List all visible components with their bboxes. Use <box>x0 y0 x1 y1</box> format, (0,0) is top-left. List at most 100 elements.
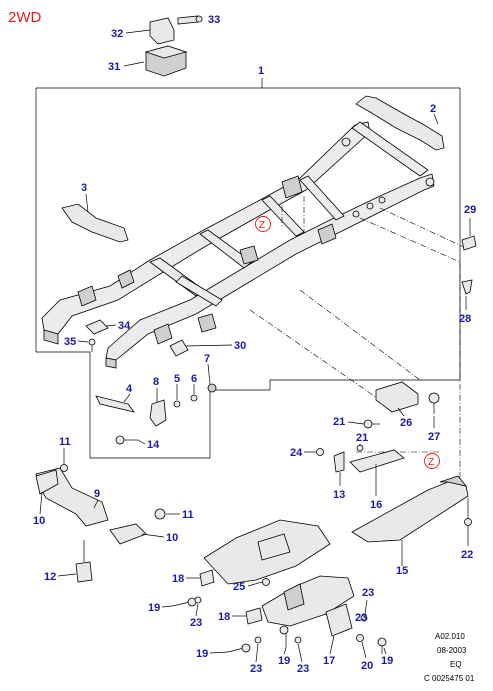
alignment-lines <box>249 196 471 480</box>
callout-1: 1 <box>258 65 264 77</box>
callout-18b: 18 <box>218 611 230 623</box>
part-28-plug <box>461 279 473 295</box>
part-10-plate-b <box>109 523 147 545</box>
part-35-bolt <box>88 338 96 352</box>
callout-24: 24 <box>290 447 303 459</box>
callout-12: 12 <box>44 571 56 583</box>
part-10-plate-a <box>35 469 59 495</box>
part-32-bracket <box>149 17 175 45</box>
callout-25: 25 <box>233 581 245 593</box>
part-30-bushing <box>169 339 189 357</box>
callout-21a: 21 <box>333 416 345 428</box>
callout-28: 28 <box>459 313 471 325</box>
part-24-washer <box>316 448 324 456</box>
part-15-running-board <box>351 475 469 543</box>
callout-32: 32 <box>111 28 123 40</box>
callout-5: 5 <box>174 373 180 385</box>
part-23-washers <box>194 596 368 644</box>
callout-15: 15 <box>396 565 408 577</box>
footer-ref-code: A02.010 <box>435 632 465 641</box>
callout-2: 2 <box>430 103 436 115</box>
callout-16: 16 <box>370 499 382 511</box>
callout-19d: 19 <box>381 655 393 667</box>
callout-19c: 19 <box>278 655 290 667</box>
part-18-clip-b <box>245 607 263 625</box>
part-22-bolt <box>464 498 472 526</box>
footer-date: 08-2003 <box>437 646 467 655</box>
part-29-clip <box>461 235 477 251</box>
part-19-bolt-d <box>377 637 387 654</box>
callout-23a: 23 <box>190 617 202 629</box>
callout-23b: 23 <box>250 663 262 675</box>
zone-marker-1: Z <box>255 216 271 232</box>
callout-10b: 10 <box>166 532 178 544</box>
callout-13: 13 <box>333 489 345 501</box>
callout-11b: 11 <box>182 509 194 521</box>
callout-23d: 23 <box>362 587 374 599</box>
part-5-washer <box>173 400 181 408</box>
part-21-bolt-a <box>363 419 380 429</box>
callout-29: 29 <box>464 204 476 216</box>
callout-19b: 19 <box>196 648 208 660</box>
part-14-bolt <box>115 435 138 445</box>
callout-17: 17 <box>323 655 335 667</box>
part-19-bolt-b <box>227 643 251 653</box>
callout-7: 7 <box>204 353 210 365</box>
callout-22: 22 <box>461 549 473 561</box>
part-17-bracket <box>325 603 353 637</box>
callout-23e: 23 <box>355 612 367 624</box>
callout-30: 30 <box>234 340 246 352</box>
callout-4: 4 <box>126 383 133 395</box>
callout-labels: 1 2 3 4 5 6 7 8 9 10 10 11 11 12 13 14 1… <box>33 14 476 675</box>
part-33-bolt <box>177 15 203 25</box>
callout-3: 3 <box>81 182 87 194</box>
footer-copyright: C 0025475 01 <box>424 674 475 683</box>
rear-suspension-assembly <box>203 519 355 627</box>
callout-11a: 11 <box>59 436 71 448</box>
callout-9: 9 <box>94 488 100 500</box>
part-11-bolt-b <box>154 508 166 520</box>
callout-19a: 19 <box>148 602 160 614</box>
callout-31: 31 <box>108 61 120 73</box>
callout-34: 34 <box>118 320 131 332</box>
callout-35: 35 <box>64 336 76 348</box>
part-27-bolt <box>428 392 440 414</box>
part-7-nut <box>207 383 217 393</box>
callout-8: 8 <box>153 376 159 388</box>
callout-14: 14 <box>147 439 160 451</box>
part-25-nut <box>262 578 270 586</box>
callout-27: 27 <box>428 431 440 443</box>
callout-33: 33 <box>208 14 220 26</box>
part-2-rear-crossmember <box>355 95 445 151</box>
footer-reference: A02.010 08-2003 EQ C 0025475 01 <box>424 632 475 683</box>
svg-text:Z: Z <box>259 220 265 231</box>
callout-18a: 18 <box>172 573 184 585</box>
part-8-bracket <box>149 399 167 427</box>
callout-6: 6 <box>191 373 197 385</box>
callout-20: 20 <box>361 660 373 672</box>
part-12-mount <box>75 540 93 583</box>
part-26-pad <box>375 381 419 413</box>
part-19-bolt-c <box>279 625 289 648</box>
part-18-clip-a <box>199 569 215 587</box>
svg-text:Z: Z <box>428 457 434 468</box>
zone-marker-2: Z <box>424 453 440 469</box>
part-31-mount-block <box>144 45 188 77</box>
callout-23c: 23 <box>297 663 309 675</box>
part-6-washer <box>190 394 198 402</box>
part-13-bolt <box>333 451 345 473</box>
part-19-bolt-a <box>171 597 197 607</box>
callout-10a: 10 <box>33 515 45 527</box>
part-34-bracket <box>85 319 109 335</box>
chassis-frame <box>41 121 435 369</box>
footer-region: EQ <box>450 660 462 669</box>
part-16-step-bracket <box>349 449 405 473</box>
part-20-nut <box>356 634 364 642</box>
part-3-reinforcement <box>61 203 129 243</box>
part-4-bracket <box>95 395 135 413</box>
part-11-bolt-a <box>60 464 68 472</box>
model-label: 2WD <box>8 9 42 26</box>
callout-26: 26 <box>400 417 412 429</box>
callout-21b: 21 <box>356 432 368 444</box>
